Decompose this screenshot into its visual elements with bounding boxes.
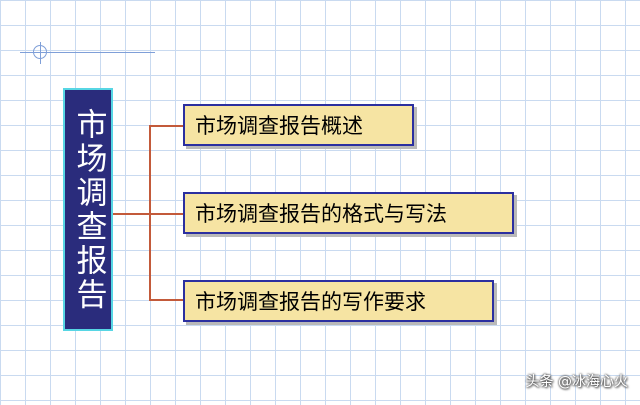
- topic-node-overview: 市场调查报告概述: [183, 104, 414, 146]
- connector-root-stub: [113, 213, 150, 215]
- connector-trunk: [149, 125, 151, 300]
- root-node-label: 市场调查报告: [70, 107, 107, 312]
- connector-branch-3: [149, 299, 183, 301]
- root-node: 市场调查报告: [63, 88, 113, 331]
- topic-node-label: 市场调查报告概述: [195, 114, 363, 138]
- crosshair-icon: [33, 45, 47, 59]
- topic-node-requirements: 市场调查报告的写作要求: [183, 280, 494, 322]
- connector-branch-1: [149, 125, 183, 127]
- connector-branch-2: [149, 213, 183, 215]
- watermark: 头条 @冰海心火: [525, 374, 628, 390]
- crop-mark-horizontal-line: [20, 52, 155, 53]
- topic-node-label: 市场调查报告的写作要求: [195, 290, 426, 314]
- topic-node-format: 市场调查报告的格式与写法: [183, 192, 514, 234]
- topic-node-label: 市场调查报告的格式与写法: [195, 202, 447, 226]
